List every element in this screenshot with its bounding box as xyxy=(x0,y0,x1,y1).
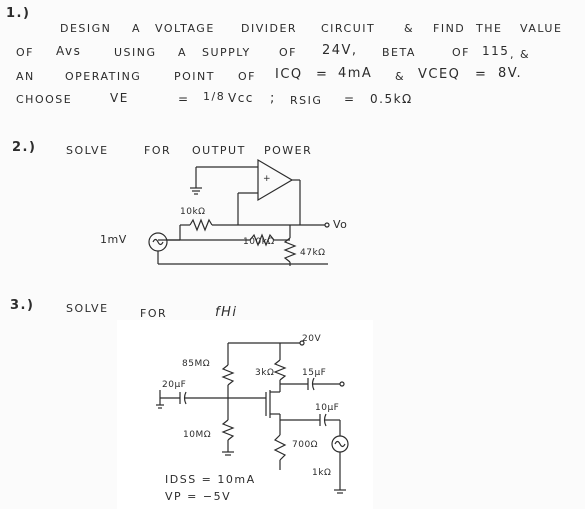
p1-word: = xyxy=(344,92,356,106)
p1-word: 1/8 xyxy=(203,90,226,103)
p1-word: A xyxy=(132,22,142,35)
rs-label: 1kΩ xyxy=(312,468,332,478)
p1-word: POINT xyxy=(174,70,215,83)
p1-word: FIND xyxy=(433,22,466,35)
output-label: Vo xyxy=(333,218,348,231)
vp-value: VP = −5V xyxy=(165,490,232,503)
p1-word: OPERATING xyxy=(65,70,142,83)
r2-label: 10MΩ xyxy=(183,430,212,440)
opamp-plus-sign: + xyxy=(263,174,272,184)
p1-word: 4mA xyxy=(338,66,373,81)
rd-label: 3kΩ xyxy=(255,368,275,378)
p1-word: OF xyxy=(452,46,470,59)
p1-word: VE xyxy=(110,91,129,105)
bypass-cap-label: 10μF xyxy=(315,403,340,413)
p1-word: THE xyxy=(476,22,503,35)
supply-label: 20V xyxy=(302,334,322,344)
p1-word: ; xyxy=(270,91,276,106)
p1-word: 8V. xyxy=(498,66,523,81)
p1-word: OF xyxy=(279,46,297,59)
output-cap-label: 15μF xyxy=(302,368,327,378)
p1-word: VOLTAGE xyxy=(155,22,215,35)
problem-3-number: 3.) xyxy=(10,298,35,313)
input-resistor-label: 100kΩ xyxy=(243,237,275,247)
p1-word: Avs xyxy=(56,44,82,58)
p1-word: 115 xyxy=(482,44,510,58)
p3-word: SOLVE xyxy=(66,302,109,315)
p1-word: AN xyxy=(16,70,35,83)
feedback-resistor-label: 10kΩ xyxy=(180,207,206,217)
p1-word: DESIGN xyxy=(60,22,112,35)
p1-word: 24V, xyxy=(322,43,358,58)
p1-word: Vcc xyxy=(228,91,254,105)
p3-word: fHi xyxy=(215,305,238,320)
p1-word: A xyxy=(178,46,188,59)
fet-circuit-area xyxy=(117,320,373,509)
p1-word: , & xyxy=(510,48,531,61)
p2-word: FOR xyxy=(144,144,172,157)
problem-1-number: 1.) xyxy=(6,6,31,21)
input-cap-label: 20μF xyxy=(162,380,187,390)
p1-word: VALUE xyxy=(520,22,563,35)
p2-word: SOLVE xyxy=(66,144,109,157)
p1-word: CIRCUIT xyxy=(321,22,376,35)
p1-word: 0.5kΩ xyxy=(370,92,413,106)
p2-word: POWER xyxy=(264,144,313,157)
source-voltage-label: 1mV xyxy=(100,233,127,246)
p1-word: SUPPLY xyxy=(202,46,251,59)
p2-word: OUTPUT xyxy=(192,144,246,157)
r1-label: 85MΩ xyxy=(182,359,211,369)
rsig-label: 700Ω xyxy=(292,440,319,450)
idss-value: IDSS = 10mA xyxy=(165,473,256,486)
p1-word: = xyxy=(316,67,329,82)
p3-word: FOR xyxy=(140,307,168,320)
p1-word: USING xyxy=(114,46,157,59)
p1-word: OF xyxy=(238,70,256,83)
p1-word: RSIG xyxy=(290,94,323,107)
p1-word: BETA xyxy=(382,46,416,59)
p1-word: DIVIDER xyxy=(241,22,298,35)
p1-word: VCEQ xyxy=(418,67,461,82)
opamp-triangle xyxy=(257,158,294,202)
p1-word: & xyxy=(395,70,406,83)
p1-word: OF xyxy=(16,46,34,59)
load-resistor-label: 47kΩ xyxy=(300,248,326,258)
p1-word: CHOOSE xyxy=(16,93,73,106)
p1-word: = xyxy=(475,67,488,82)
p1-word: & xyxy=(404,22,415,35)
p1-word: ICQ xyxy=(275,67,303,82)
p1-word: = xyxy=(178,92,190,106)
problem-2-number: 2.) xyxy=(12,140,37,155)
